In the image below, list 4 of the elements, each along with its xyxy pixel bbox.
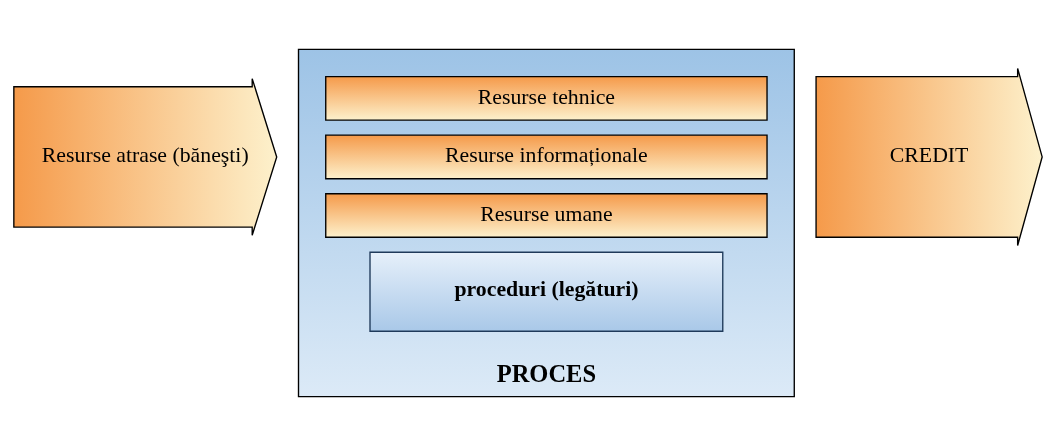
node-box: Resurse umane (325, 192, 768, 238)
node-box: Resurse informaționale (325, 133, 768, 179)
node-box: proceduri (legături) (369, 251, 724, 332)
node-box: Resurse tehnice (325, 75, 768, 121)
